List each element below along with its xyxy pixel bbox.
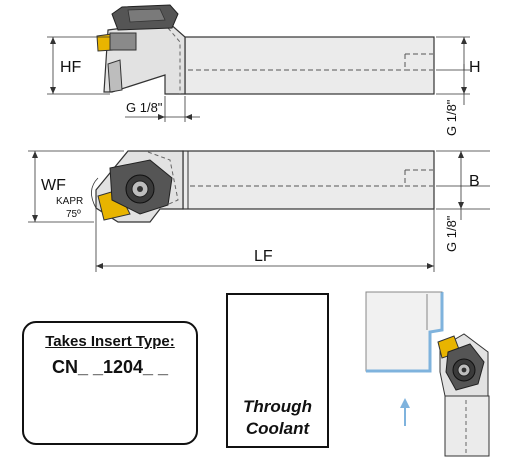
plan-view <box>28 150 490 272</box>
insert-type-panel: Takes Insert Type: CN_ _1204_ _ <box>22 321 198 445</box>
machining-illustration <box>365 291 490 457</box>
top-clamp-highlight <box>127 8 166 23</box>
through-coolant-panel: Through Coolant <box>226 293 329 448</box>
insert-type-code: CN_ _1204_ _ <box>51 357 169 377</box>
dim-lf: LF <box>254 248 273 265</box>
dim-kapr-angle: 75º <box>66 209 81 220</box>
dim-kapr-label: KAPR <box>56 196 83 207</box>
dim-b: B <box>469 173 480 190</box>
coolant-line-2: Coolant <box>245 419 310 438</box>
tool-shank <box>444 395 490 457</box>
insert-type-title: Takes Insert Type: <box>45 333 175 350</box>
plan-head-dashed <box>147 151 179 209</box>
top-coolant-channel <box>188 53 433 71</box>
top-seat <box>109 32 137 51</box>
top-head-lower <box>107 59 123 93</box>
plan-screw-socket <box>137 186 143 192</box>
dim-g-bottom-vertical: G 1/8" <box>444 215 459 252</box>
coolant-line-1: Through <box>243 397 312 416</box>
top-shank <box>184 36 435 95</box>
plan-coolant-channel <box>190 169 433 187</box>
top-view <box>47 4 470 122</box>
dim-g-top-vertical: G 1/8" <box>444 99 459 136</box>
dim-g-top-horizontal: G 1/8" <box>126 100 163 115</box>
dim-hf: HF <box>60 59 82 76</box>
plan-shank <box>182 150 435 210</box>
dim-h: H <box>469 59 481 76</box>
dim-wf: WF <box>41 177 66 194</box>
